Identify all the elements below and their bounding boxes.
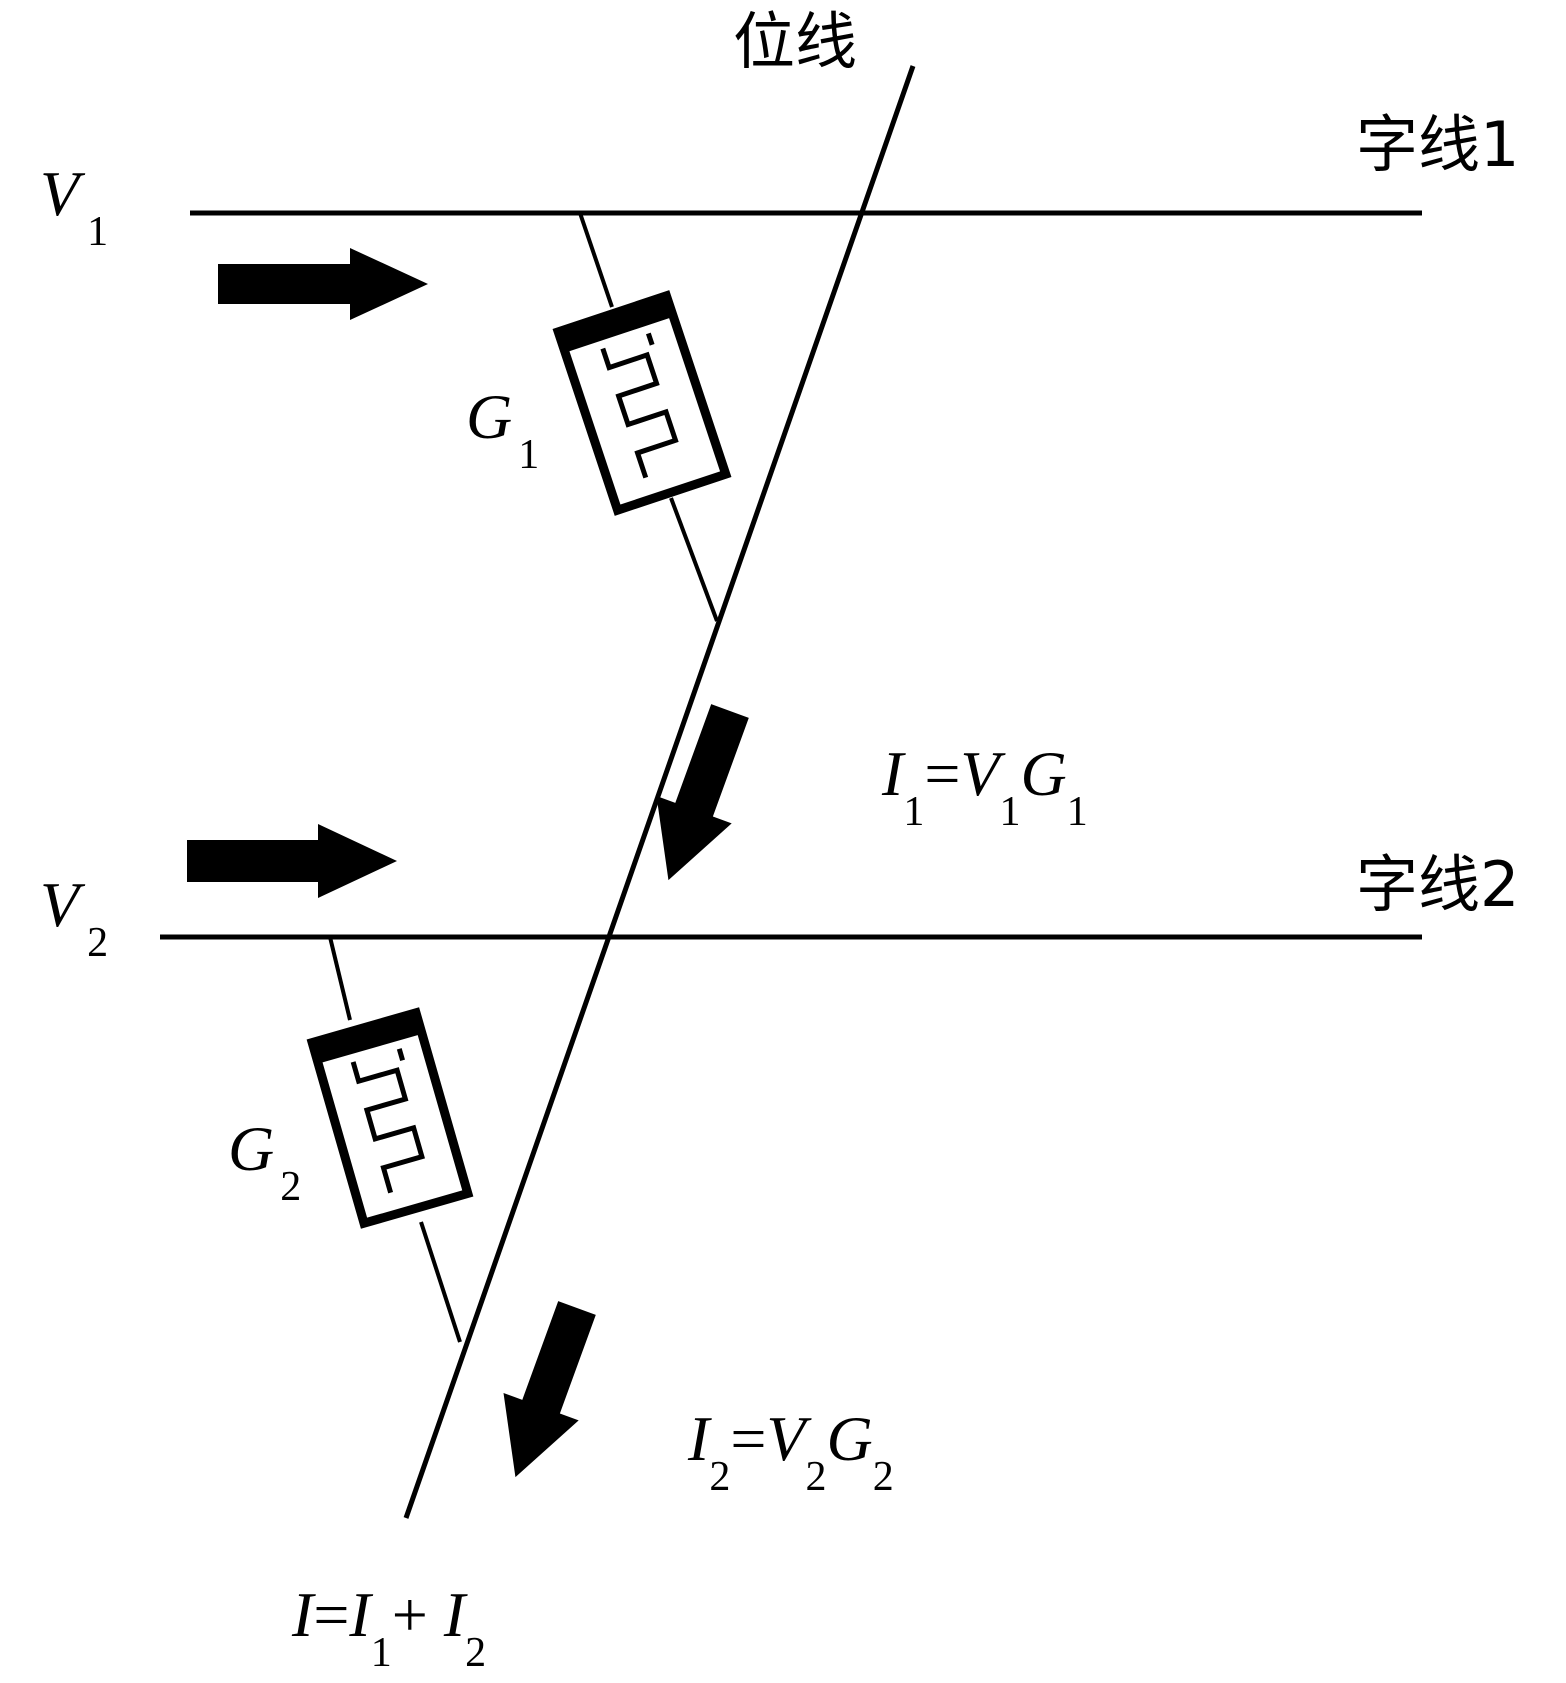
equation-total: I=I1+ I2 bbox=[291, 1579, 486, 1676]
bit-line-label: 位线 bbox=[733, 5, 857, 78]
memristor-g2 bbox=[306, 936, 474, 1343]
arrow-current-i1 bbox=[656, 704, 749, 881]
voltage-v1-label: V1 bbox=[40, 158, 108, 255]
conductance-g1-label: G1 bbox=[466, 381, 539, 478]
word-line-2-label: 字线2 bbox=[1356, 848, 1519, 921]
conductance-g2-label: G2 bbox=[228, 1113, 301, 1210]
equation-i1: I1=V1G1 bbox=[881, 738, 1088, 835]
bit-line bbox=[403, 65, 916, 1519]
equation-i2: I2=V2G2 bbox=[687, 1403, 894, 1500]
memristor-g1 bbox=[552, 212, 732, 622]
arrow-current-i2 bbox=[503, 1301, 596, 1478]
arrow-right-v1 bbox=[218, 248, 428, 320]
voltage-v2-label: V2 bbox=[40, 869, 108, 966]
word-line-1-label: 字线1 bbox=[1356, 108, 1519, 181]
arrow-right-v2 bbox=[187, 824, 397, 898]
